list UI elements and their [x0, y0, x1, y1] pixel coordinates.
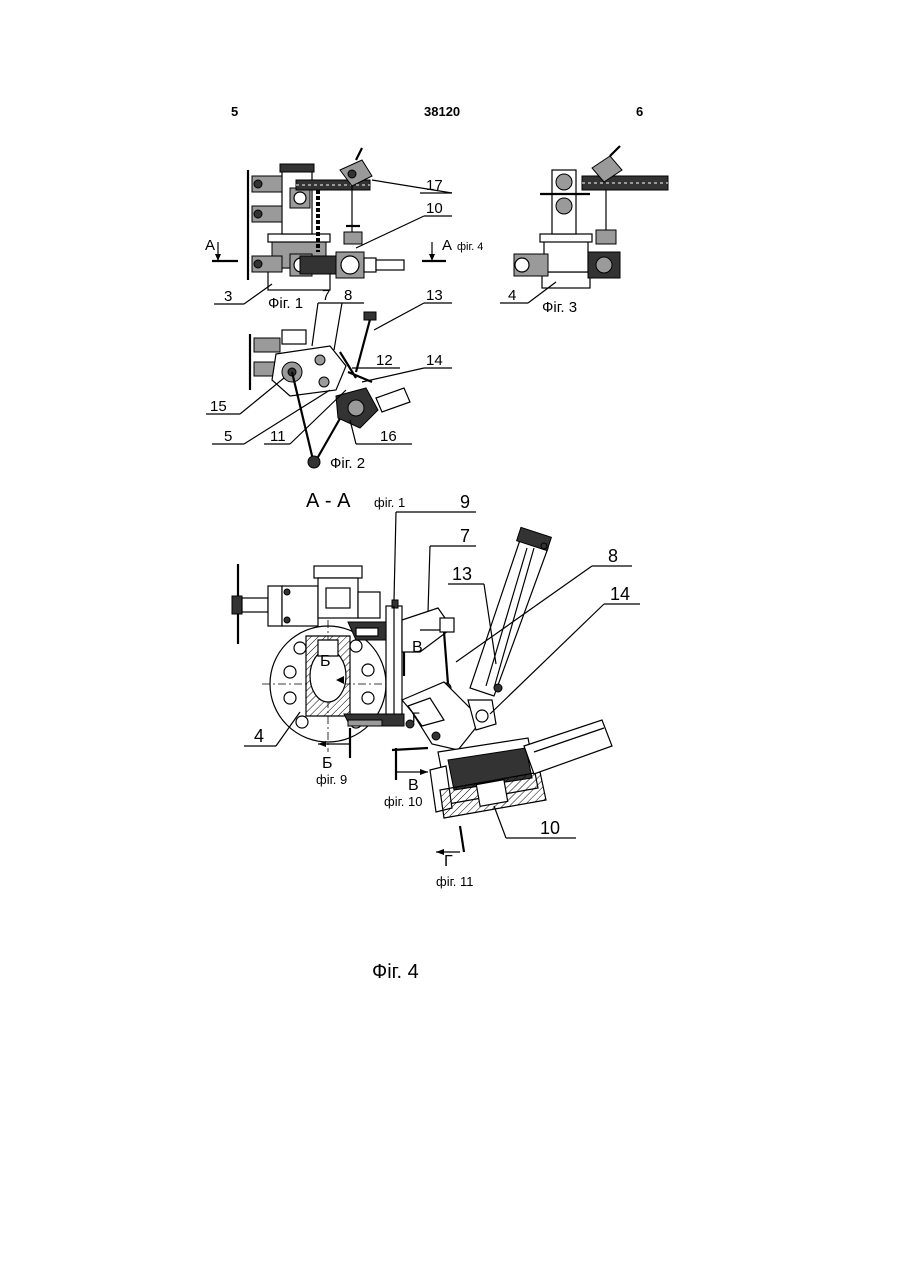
callout-8: 8 — [608, 546, 618, 566]
callout-14: 14 — [610, 584, 630, 604]
bore-label-b: Б — [320, 653, 331, 670]
plate-label-g: Г — [412, 709, 420, 725]
cut-v-ref: фіг. 10 — [384, 794, 422, 809]
callout-8-fig2: 8 — [344, 287, 352, 304]
section-aa-title: А - А — [306, 490, 351, 512]
cut-v-label: В — [408, 777, 419, 794]
callout-5-fig2: 5 — [224, 428, 232, 445]
fig3-caption: Фіг. 3 — [542, 299, 577, 316]
figure-2: 7 8 13 12 14 15 5 11 16 Фіг. 2 — [206, 287, 452, 472]
callout-4-fig3: 4 — [508, 287, 516, 304]
callout-3: 3 — [224, 288, 232, 305]
figure-3: 4 Фіг. 3 — [500, 146, 668, 316]
callout-9: 9 — [460, 492, 470, 512]
section-mark-a-left: А — [205, 237, 215, 254]
callout-10: 10 — [426, 200, 443, 217]
callout-7: 7 — [460, 526, 470, 546]
callout-7-fig2: 7 — [322, 287, 330, 304]
lever-label-v: В — [412, 639, 423, 656]
callout-13-fig2: 13 — [426, 287, 443, 304]
figure-4: Б фіг. 9 Б В фіг. 10 В Г фіг. 11 Г 9 7 1… — [232, 492, 640, 889]
fig2-caption: Фіг. 2 — [330, 455, 365, 472]
section-ref-fig4: фіг. 4 — [457, 241, 483, 253]
callout-4: 4 — [254, 726, 264, 746]
cut-b-ref: фіг. 9 — [316, 772, 347, 787]
callout-16-fig2: 16 — [380, 428, 397, 445]
cut-g-label: Г — [444, 853, 453, 870]
callout-15-fig2: 15 — [210, 398, 227, 415]
callout-11-fig2: 11 — [270, 428, 286, 445]
callout-12-fig2: 12 — [376, 352, 393, 369]
callout-13: 13 — [452, 564, 472, 584]
callout-14-fig2: 14 — [426, 352, 443, 369]
section-aa-ref: фіг. 1 — [374, 495, 405, 510]
callout-17: 17 — [426, 177, 443, 194]
callout-10: 10 — [540, 818, 560, 838]
fig4-caption: Фіг. 4 — [372, 961, 419, 983]
fig1-caption: Фіг. 1 — [268, 295, 303, 312]
cut-g-ref: фіг. 11 — [436, 874, 473, 889]
section-mark-a-right: А — [442, 237, 452, 254]
cut-b-label: Б — [322, 755, 333, 772]
